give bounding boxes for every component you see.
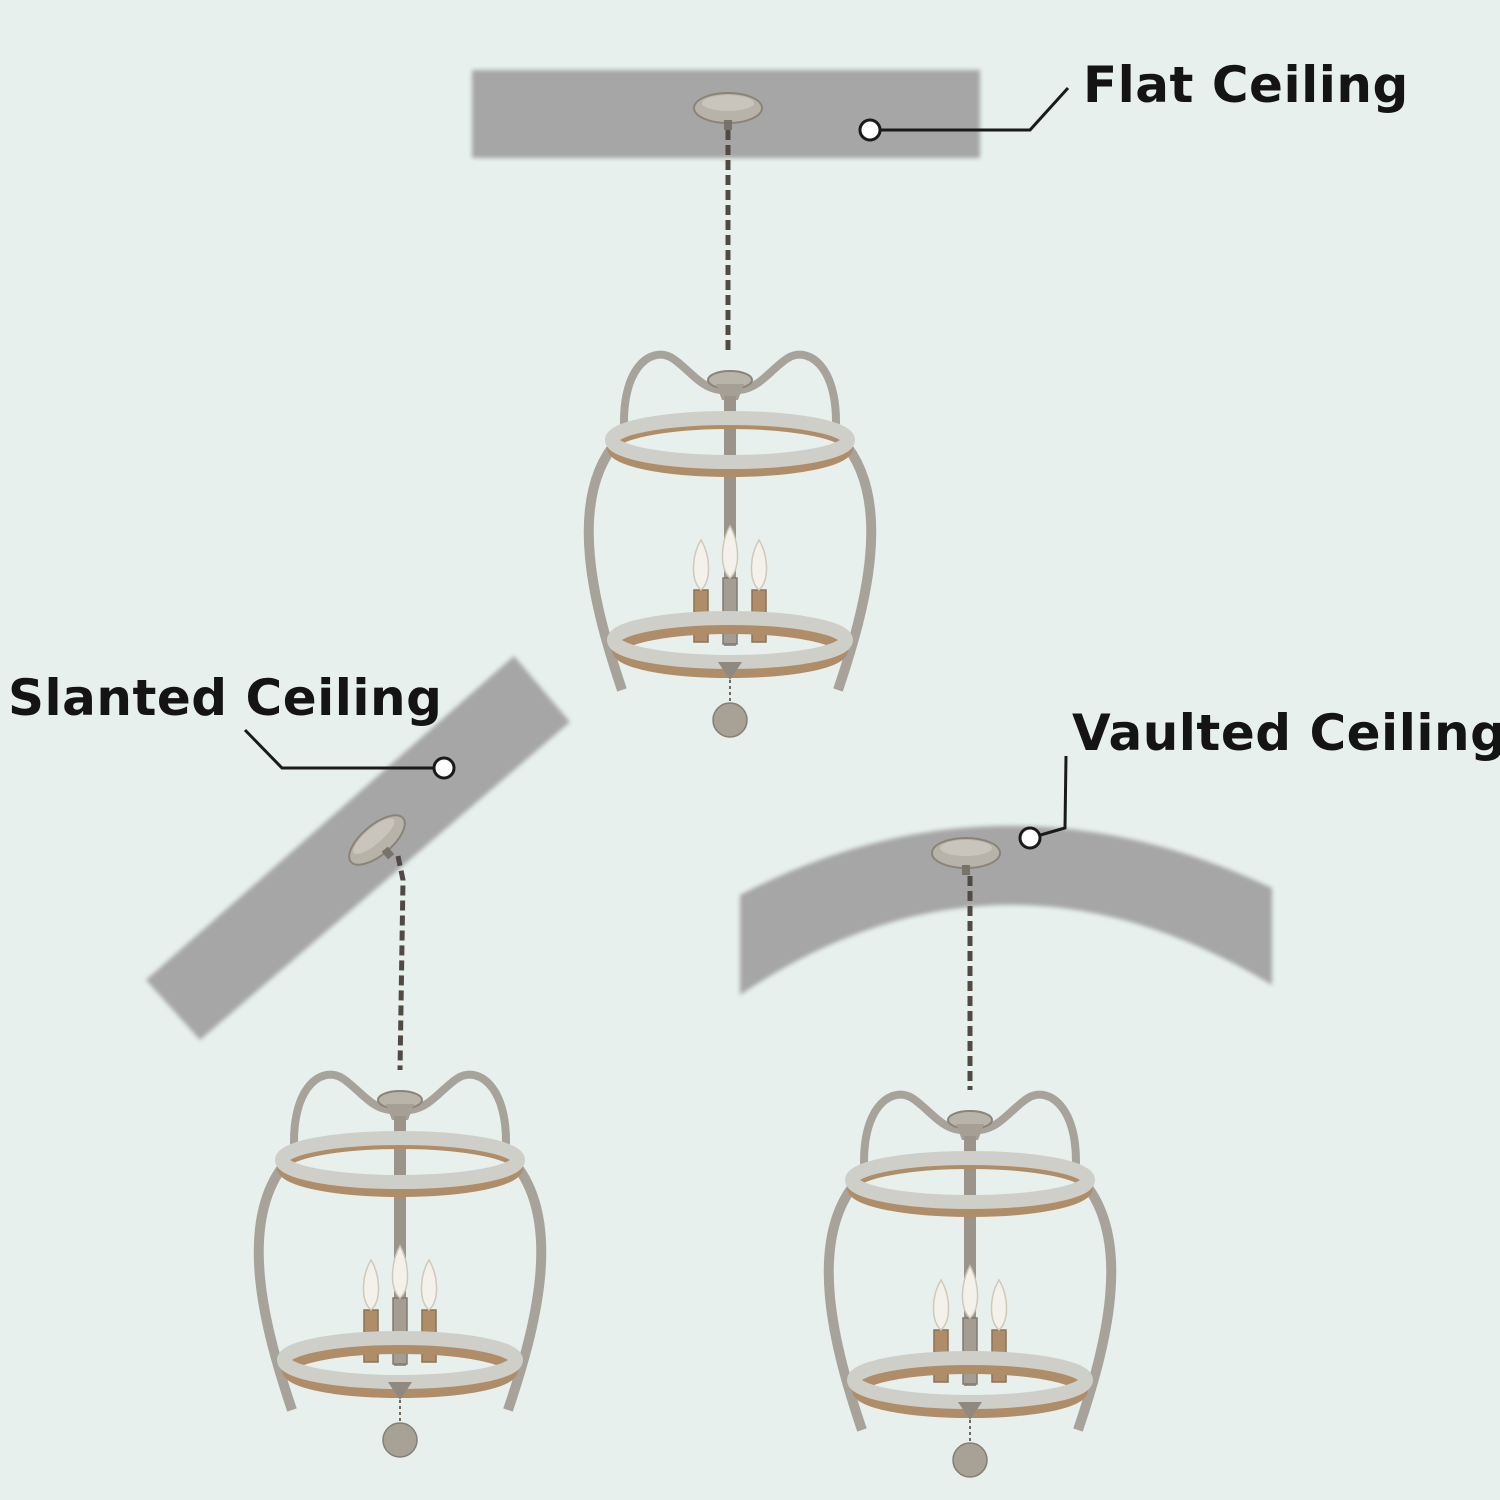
vaulted-ceiling-section — [740, 755, 1272, 1477]
slanted-ceiling-section — [146, 656, 570, 1457]
callout-dot-icon — [432, 756, 456, 780]
slanted-ceiling-label: Slanted Ceiling — [8, 669, 443, 727]
vaulted-ceiling-fixture — [829, 837, 1112, 1477]
vaulted-ceiling-label: Vaulted Ceiling — [1072, 704, 1500, 762]
chandelier-pendant-icon — [829, 1095, 1112, 1477]
vaulted-ceiling-shape — [740, 825, 1272, 995]
flat-ceiling-section — [472, 70, 1070, 737]
flat-ceiling-label: Flat Ceiling — [1083, 56, 1409, 114]
chandelier-pendant-icon — [589, 355, 872, 737]
flat-ceiling-leader — [858, 86, 1070, 142]
chandelier-pendant-icon — [259, 1075, 542, 1457]
vaulted-ceiling-leader — [1018, 755, 1068, 850]
callout-dot-icon — [1018, 826, 1042, 850]
slanted-ceiling-leader — [243, 728, 456, 780]
callout-dot-icon — [858, 118, 882, 142]
flat-ceiling-fixture — [589, 92, 872, 737]
slanted-ceiling-fixture — [259, 805, 542, 1457]
chain-icon — [395, 855, 406, 1071]
